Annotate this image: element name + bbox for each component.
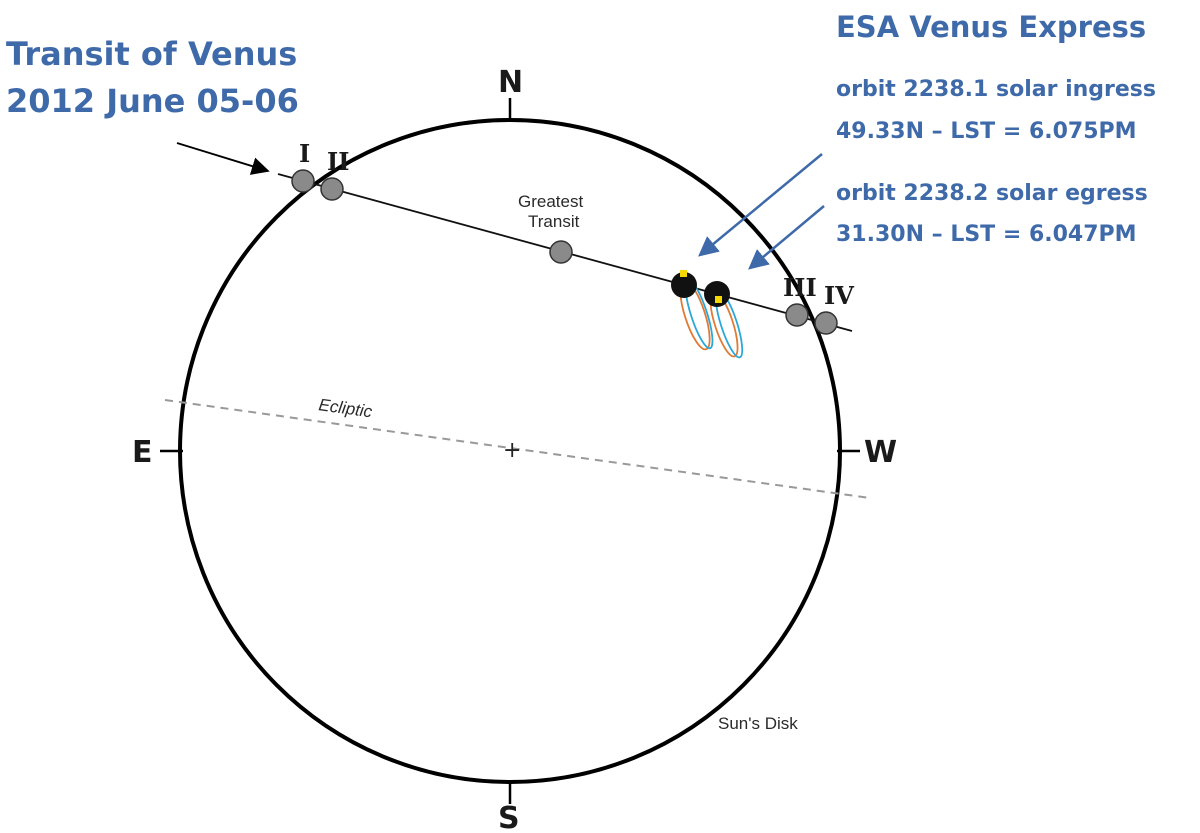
north-label: N: [498, 65, 523, 100]
venus-contact-2: [320, 177, 344, 201]
greatest-transit-label-1: Greatest: [518, 192, 583, 211]
contact-2-label: II: [327, 147, 349, 176]
ingress-marker: [680, 270, 687, 277]
center-mark: +: [503, 438, 521, 463]
ingress-line-1: orbit 2238.1 solar ingress: [836, 77, 1156, 102]
venus-ingress-disk: [671, 272, 697, 298]
ingress-line-2: 49.33N – LST = 6.075PM: [836, 119, 1137, 144]
greatest-transit-label-2: Transit: [528, 212, 580, 231]
contact-1-label: I: [299, 139, 310, 168]
venus-express-ingress: [671, 270, 714, 351]
egress-line-1: orbit 2238.2 solar egress: [836, 181, 1148, 206]
left-title-line1: Transit of Venus: [6, 35, 297, 73]
south-label: S: [498, 801, 520, 833]
ingress-arrow: [698, 153, 823, 257]
egress-line-2: 31.30N – LST = 6.047PM: [836, 222, 1137, 247]
venus-greatest-transit: [549, 240, 573, 264]
left-title-line2: 2012 June 05-06: [6, 82, 299, 120]
west-label: W: [864, 435, 897, 470]
egress-marker: [715, 296, 722, 303]
venus-contact-1: [291, 169, 315, 193]
right-title-heading: ESA Venus Express: [836, 10, 1146, 44]
venus-egress-disk: [704, 281, 730, 307]
contact-4-label: IV: [824, 281, 854, 310]
east-label: E: [132, 435, 153, 470]
contact-3-label: III: [783, 273, 817, 302]
venus-contact-3: [785, 303, 809, 327]
ecliptic-label: Ecliptic: [317, 395, 373, 421]
suns-disk-label: Sun's Disk: [718, 714, 798, 733]
left-arrow: [176, 142, 270, 175]
venus-contact-4: [814, 311, 838, 335]
egress-arrow: [748, 205, 825, 270]
ecliptic-line: [164, 399, 871, 499]
venus-express-egress: [704, 281, 744, 359]
